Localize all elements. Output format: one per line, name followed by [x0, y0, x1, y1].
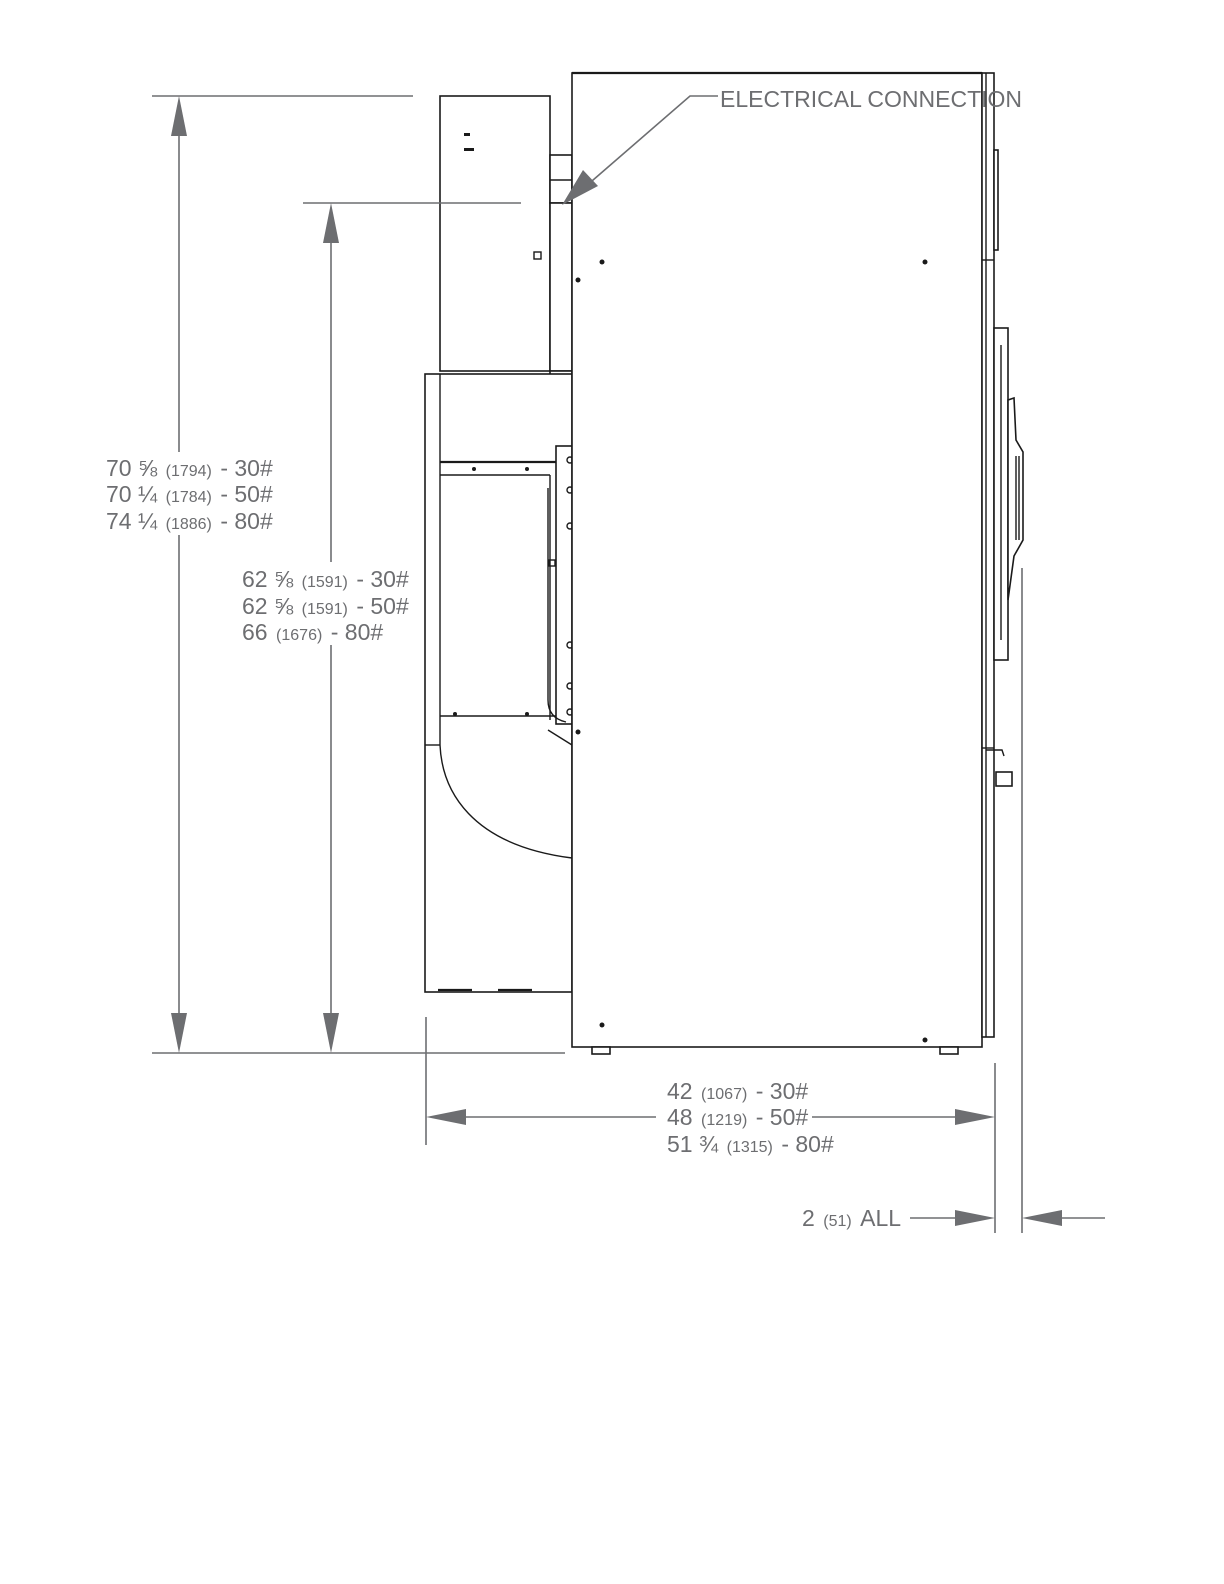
svg-text:62 ⅝ (1591) - 30#: 62 ⅝ (1591) - 30#	[242, 566, 409, 592]
svg-text:66 (1676) - 80#: 66 (1676) - 80#	[242, 619, 383, 645]
svg-text:74 ¼ (1886) - 80#: 74 ¼ (1886) - 80#	[106, 508, 273, 534]
electrical-connection-label: ELECTRICAL CONNECTION	[720, 86, 1022, 112]
door-latch	[996, 772, 1012, 786]
svg-text:62 ⅝ (1591) - 50#: 62 ⅝ (1591) - 50#	[242, 593, 409, 619]
electrical-height-labels: 62 ⅝ (1591) - 30# 62 ⅝ (1591) - 50# 66 (…	[242, 566, 409, 645]
rear-upper-duct	[440, 96, 550, 371]
svg-text:51 ¾ (1315) - 80#: 51 ¾ (1315) - 80#	[667, 1131, 834, 1157]
svg-text:70 ⅝ (1794) - 30#: 70 ⅝ (1794) - 30#	[106, 455, 273, 481]
svg-text:70 ¼ (1784) - 50#: 70 ¼ (1784) - 50#	[106, 481, 273, 507]
front-door-panel	[982, 73, 994, 1037]
svg-text:48 (1219) - 50#: 48 (1219) - 50#	[667, 1104, 808, 1130]
overall-depth-labels: 42 (1067) - 30# 48 (1219) - 50# 51 ¾ (13…	[667, 1078, 834, 1157]
main-cabinet	[572, 73, 982, 1047]
svg-text:42 (1067) - 30#: 42 (1067) - 30#	[667, 1078, 808, 1104]
clearance-label: 2 (51) ALL	[802, 1205, 901, 1231]
machine-outline	[425, 73, 1023, 1054]
overall-height-labels: 70 ⅝ (1794) - 30# 70 ¼ (1784) - 50# 74 ¼…	[106, 455, 273, 534]
